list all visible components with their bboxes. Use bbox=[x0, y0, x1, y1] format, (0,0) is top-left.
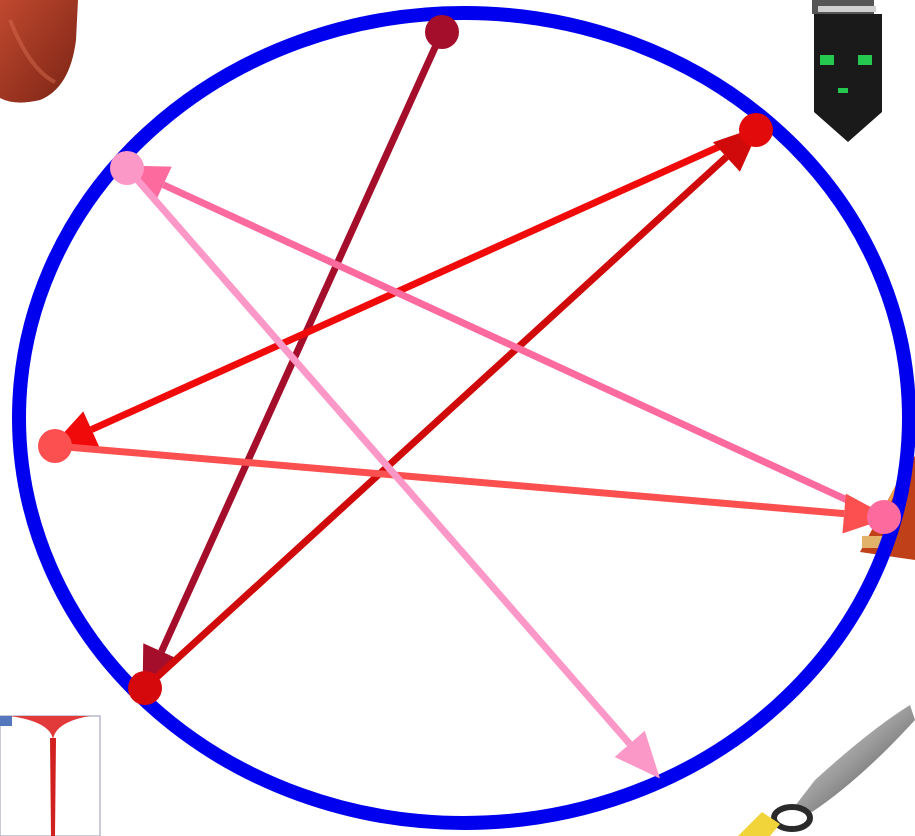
a-left-to-right-shaft bbox=[55, 446, 844, 514]
node-left bbox=[38, 429, 72, 463]
node-top bbox=[425, 15, 459, 49]
a-top-to-lowerleft-shaft bbox=[161, 32, 442, 652]
red-drip-thumbnail bbox=[0, 716, 100, 836]
a-upperleft-to-bottom bbox=[127, 168, 660, 779]
node-right bbox=[867, 500, 901, 534]
a-lowerleft-to-upperright-shaft bbox=[145, 157, 726, 688]
green-face-tag-photo bbox=[812, 0, 882, 142]
node-lower-left bbox=[128, 671, 162, 705]
node-upper-right bbox=[739, 113, 773, 147]
a-upperright-to-left-shaft bbox=[91, 130, 756, 430]
a-top-to-lowerleft bbox=[143, 32, 442, 693]
node-upper-left bbox=[110, 151, 144, 185]
clay-pot-photo bbox=[0, 0, 78, 103]
a-lowerleft-to-upperright bbox=[145, 126, 760, 688]
